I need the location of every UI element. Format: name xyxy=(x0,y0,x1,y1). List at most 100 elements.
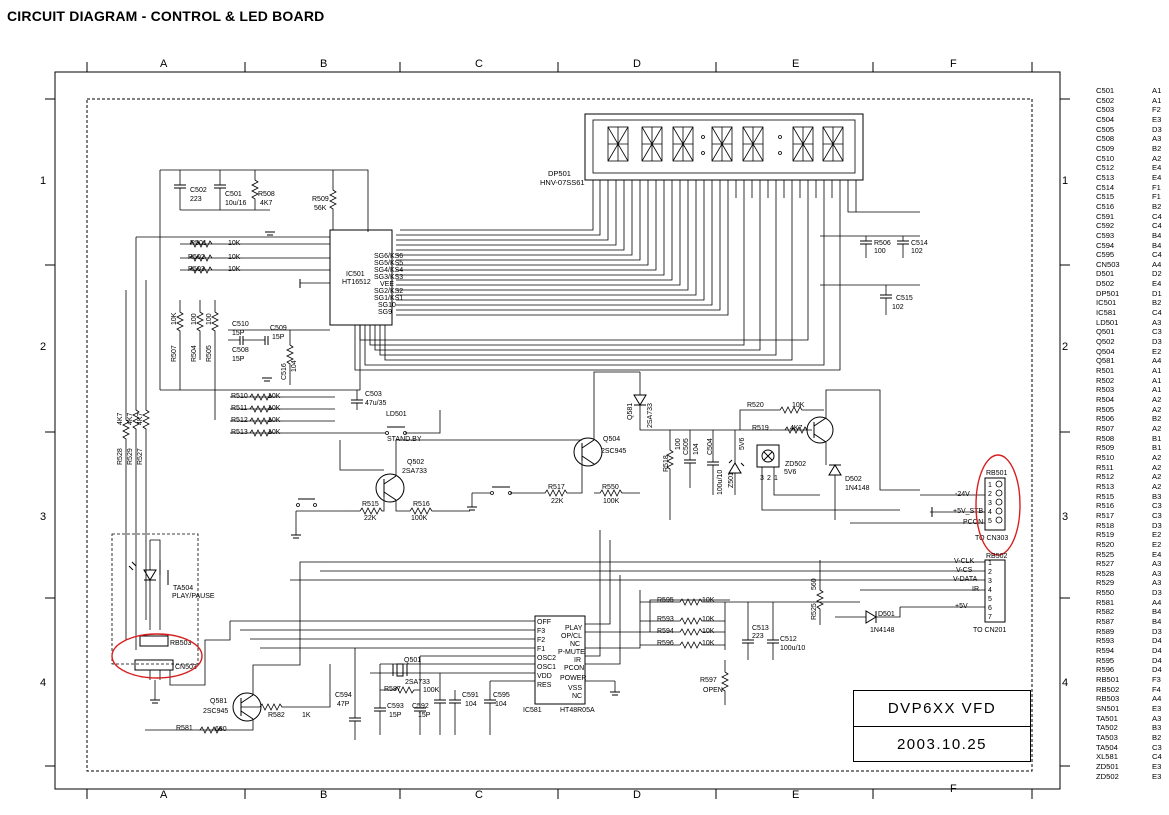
title-block-model: DVP6XX VFD xyxy=(854,691,1030,727)
r587-label: R587 xyxy=(384,686,401,693)
ref-designator: C514 xyxy=(1096,182,1115,192)
ref-grid-location: C4 xyxy=(1152,752,1162,762)
ta501-label: TA504 xyxy=(173,585,193,592)
col-label-top: A xyxy=(160,58,168,70)
ref-designator: C510 xyxy=(1096,153,1115,163)
r516-value: 100K xyxy=(411,515,428,522)
c594-value: 47P xyxy=(337,701,350,708)
r550-value: 100K xyxy=(603,498,620,505)
ref-list-row: R594 D4 xyxy=(1096,646,1166,656)
c593-label: C593 xyxy=(387,703,404,710)
c503-label: C515 xyxy=(896,295,913,302)
ic581-pin-right: VSS xyxy=(568,685,582,692)
ta501-value: PLAY/PAUSE xyxy=(172,593,215,600)
ref-designator: TA504 xyxy=(1096,742,1118,752)
ic501-pin-label: SG10 xyxy=(378,302,396,309)
ic581-pin-right: OP/CL xyxy=(561,633,582,640)
q581-label: Q581 xyxy=(210,698,227,705)
r520-value: 10K xyxy=(792,402,805,409)
ref-grid-location: E2 xyxy=(1152,539,1162,549)
ref-designator: RB501 xyxy=(1096,675,1120,685)
svg-text:5: 5 xyxy=(988,596,992,603)
ic581-pin-left: OSC1 xyxy=(537,664,556,671)
r509-label: R509 xyxy=(312,196,329,203)
r515-value: 22K xyxy=(364,515,377,522)
ref-grid-location: A2 xyxy=(1152,462,1162,472)
title-block-date: 2003.10.25 xyxy=(896,735,988,753)
ic501-pin-label: SG3/KS3 xyxy=(374,274,403,281)
ic501-pin-label: SG9 xyxy=(378,309,392,316)
ref-grid-location: D4 xyxy=(1152,665,1162,675)
ref-designator: R518 xyxy=(1096,520,1115,530)
c515-value: 102 xyxy=(911,248,923,255)
r525-label: R525 xyxy=(811,603,818,620)
ref-grid-location: A4 xyxy=(1152,259,1162,269)
svg-text:1: 1 xyxy=(988,482,992,489)
ref-designator: R594 xyxy=(1096,646,1115,656)
ref-designator: C595 xyxy=(1096,250,1115,260)
rb502-label: RB502 xyxy=(986,553,1008,560)
ref-grid-location: E3 xyxy=(1152,771,1162,781)
ref-grid-location: D4 xyxy=(1152,646,1162,656)
ref-designator: R508 xyxy=(1096,433,1115,443)
svg-text:2: 2 xyxy=(988,491,992,498)
r581-value: 680 xyxy=(215,726,227,733)
ref-designator: Q502 xyxy=(1096,337,1115,347)
rb503-label: RB503 xyxy=(170,640,192,647)
ref-grid-location: A2 xyxy=(1152,395,1162,404)
r597-label: R597 xyxy=(700,677,717,684)
ref-grid-location: C4 xyxy=(1152,221,1162,231)
c505-value: 104 xyxy=(693,443,700,455)
ref-grid-location: B4 xyxy=(1152,230,1162,240)
ref-designator: R510 xyxy=(1096,452,1115,462)
r502-value: 10K xyxy=(228,254,241,261)
ref-grid-location: C4 xyxy=(1152,250,1162,260)
ref-grid-location: B4 xyxy=(1152,617,1162,627)
ref-grid-location: B2 xyxy=(1152,732,1162,742)
r529-value: 4K7 xyxy=(137,412,144,425)
ref-grid-location: A3 xyxy=(1152,578,1162,588)
r527-value-a: 4K7 xyxy=(117,412,124,425)
ref-grid-location: D3 xyxy=(1152,337,1162,347)
ref-designator: C509 xyxy=(1096,143,1115,153)
rb502-signal: V-DATA xyxy=(953,576,978,583)
ref-designator: C504 xyxy=(1096,114,1115,124)
ref-grid-location: A3 xyxy=(1152,317,1162,327)
ref-designator: D501 xyxy=(1096,269,1115,279)
c501-label: C501 xyxy=(225,191,242,198)
c515-label: C514 xyxy=(911,240,928,247)
ref-grid-location: F1 xyxy=(1152,192,1161,202)
ic581-pin-right: PLAY xyxy=(565,625,583,632)
ref-grid-location: A2 xyxy=(1152,404,1162,414)
c592-label: C592 xyxy=(412,703,429,710)
svg-text:4: 4 xyxy=(988,509,992,516)
ref-grid-location: E4 xyxy=(1152,172,1162,182)
r519-value: 4K7 xyxy=(790,425,803,432)
r593-label: R593 xyxy=(657,616,674,623)
ref-designator: DP501 xyxy=(1096,288,1120,298)
svg-text:2: 2 xyxy=(767,475,771,482)
ic581-part: HT48R05A xyxy=(560,707,595,714)
